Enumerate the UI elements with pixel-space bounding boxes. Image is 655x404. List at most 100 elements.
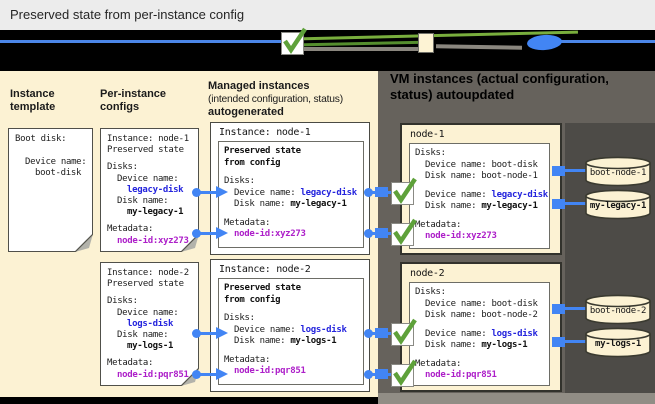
metadata-value: node-id:pqr851 <box>234 366 306 376</box>
cylinder-icon <box>585 294 651 325</box>
vm-title: node-1 <box>410 129 445 140</box>
header-managed-instances: Managed instances (intended configuratio… <box>208 80 343 118</box>
code-line: Device name: boot-disk <box>425 298 538 309</box>
connector-square <box>375 369 388 379</box>
disk-name-value: my-logs-1 <box>127 341 174 352</box>
disk-cylinder-boot-node-1: boot-node-1 <box>583 155 653 189</box>
code-line: Device name: <box>117 307 179 318</box>
legend-blue-line-right <box>558 40 655 43</box>
code-line: Disks: <box>107 162 138 173</box>
code-line: Metadata: <box>415 358 462 369</box>
connector-dot <box>364 229 373 238</box>
vm-panel-header-line1: VM instances (actual configuration, <box>390 71 609 86</box>
connector-dot <box>192 188 201 197</box>
disk-link-line <box>556 202 590 205</box>
connector-square <box>552 166 565 176</box>
code-line: Instance: node-1 <box>107 134 189 144</box>
header-per-instance-configs: Per-instance configs <box>100 88 167 113</box>
code-line: Disks: <box>224 176 255 186</box>
code-line: Device name: <box>25 157 87 168</box>
code-line: Disk name: <box>117 330 169 341</box>
disk-link-line <box>556 307 590 310</box>
arrow-right-icon <box>216 368 228 380</box>
code-line: Instance: node-2 <box>107 268 189 278</box>
code-line: Preserved state <box>107 145 184 156</box>
connector-line <box>196 332 218 335</box>
legend-check-icon <box>281 27 307 55</box>
arrow-right-icon <box>216 327 228 339</box>
code-line: boot-disk <box>35 168 82 179</box>
code-line: Device name: boot-disk <box>425 159 538 170</box>
code-line: Disk name: my-logs-1 <box>425 340 528 350</box>
metadata-value: node-id:pqr851 <box>117 369 189 380</box>
device-name-value: logs-disk <box>127 318 174 329</box>
disk-link-line <box>556 169 590 172</box>
disk-cylinder-boot-node-2: boot-node-2 <box>583 293 653 327</box>
status-check-icon <box>391 318 417 346</box>
code-line: Preserved state <box>224 146 301 156</box>
code-line: Disk name: boot-node-2 <box>425 310 538 320</box>
vm-panel-header: VM instances (actual configuration, stat… <box>390 71 650 103</box>
code-line: Device name: <box>117 173 179 184</box>
per-instance-config-node-1: Instance: node-1 Preserved state Disks: … <box>100 128 199 252</box>
metadata-value: node-id:pqr851 <box>425 370 497 380</box>
connector-line <box>196 191 218 194</box>
code-line: Metadata: <box>224 217 271 228</box>
instance-template-doc: Boot disk: Device name: boot-disk <box>8 128 93 252</box>
connector-line <box>196 232 218 235</box>
disk-label: my-logs-1 <box>594 339 642 349</box>
code-line: Disk name: my-legacy-1 <box>425 201 538 211</box>
disk-link-line <box>556 340 590 343</box>
connector-dot <box>192 370 201 379</box>
disk-name-value: my-legacy-1 <box>127 207 184 218</box>
code-line: Disks: <box>415 148 446 158</box>
preserved-state-box: Preserved state from config Disks: Devic… <box>218 141 364 248</box>
per-instance-config-node-2: Instance: node-2 Preserved state Disks: … <box>100 262 199 386</box>
code-line: Metadata: <box>415 219 462 230</box>
code-line: Disk name: boot-node-1 <box>425 171 538 181</box>
vm-panel-footer <box>378 393 655 404</box>
status-check-icon <box>391 177 417 205</box>
connector-dot <box>364 370 373 379</box>
managed-instance-node-2: Instance: node-2 Preserved state from co… <box>210 259 370 392</box>
arrow-right-icon <box>216 227 228 239</box>
page-title: Preserved state from per-instance config <box>10 7 245 22</box>
legend-gray-arrow <box>299 47 418 51</box>
header-instance-template: Instance template <box>10 88 56 113</box>
managed-instance-title: Instance: node-2 <box>219 264 311 275</box>
connector-dot <box>364 329 373 338</box>
device-name-value: legacy-disk <box>127 184 184 195</box>
page-fold-icon <box>75 234 93 252</box>
status-check-icon <box>391 359 417 387</box>
code-line: Disks: <box>224 313 255 323</box>
cylinder-icon <box>585 189 651 220</box>
vm-node-1: node-1 Disks: Device name: boot-disk Dis… <box>400 123 562 255</box>
code-line: Preserved state <box>107 279 184 290</box>
legend-preserved-state-swatch <box>418 33 434 53</box>
connector-line <box>196 373 218 376</box>
code-line: Disk name: <box>117 196 169 207</box>
connector-square <box>375 228 388 238</box>
connector-square <box>552 337 565 347</box>
disk-cylinder-my-legacy-1: my-legacy-1 <box>583 188 653 222</box>
code-line: Boot disk: <box>15 134 67 144</box>
code-line: Disk name: my-legacy-1 <box>234 199 347 209</box>
disk-label: boot-node-1 <box>589 168 647 178</box>
cylinder-icon <box>585 156 651 187</box>
code-line: Preserved state <box>224 283 301 293</box>
code-line: Metadata: <box>107 224 154 235</box>
code-line: Device name: legacy-disk <box>425 189 548 200</box>
legend-blue-line-left <box>0 40 281 43</box>
metadata-value: node-id:xyz273 <box>234 229 306 239</box>
connector-square <box>375 328 388 338</box>
code-line: Device name: logs-disk <box>234 324 347 335</box>
connector-dot <box>192 229 201 238</box>
arrow-right-icon <box>216 186 228 198</box>
vm-panel-header-line2: status) autoupdated <box>390 87 515 102</box>
managed-instance-node-1: Instance: node-1 Preserved state from co… <box>210 122 370 255</box>
connector-square <box>552 304 565 314</box>
code-line: Device name: logs-disk <box>425 328 538 339</box>
metadata-value: node-id:xyz273 <box>117 235 189 246</box>
code-line: Disks: <box>107 296 138 307</box>
